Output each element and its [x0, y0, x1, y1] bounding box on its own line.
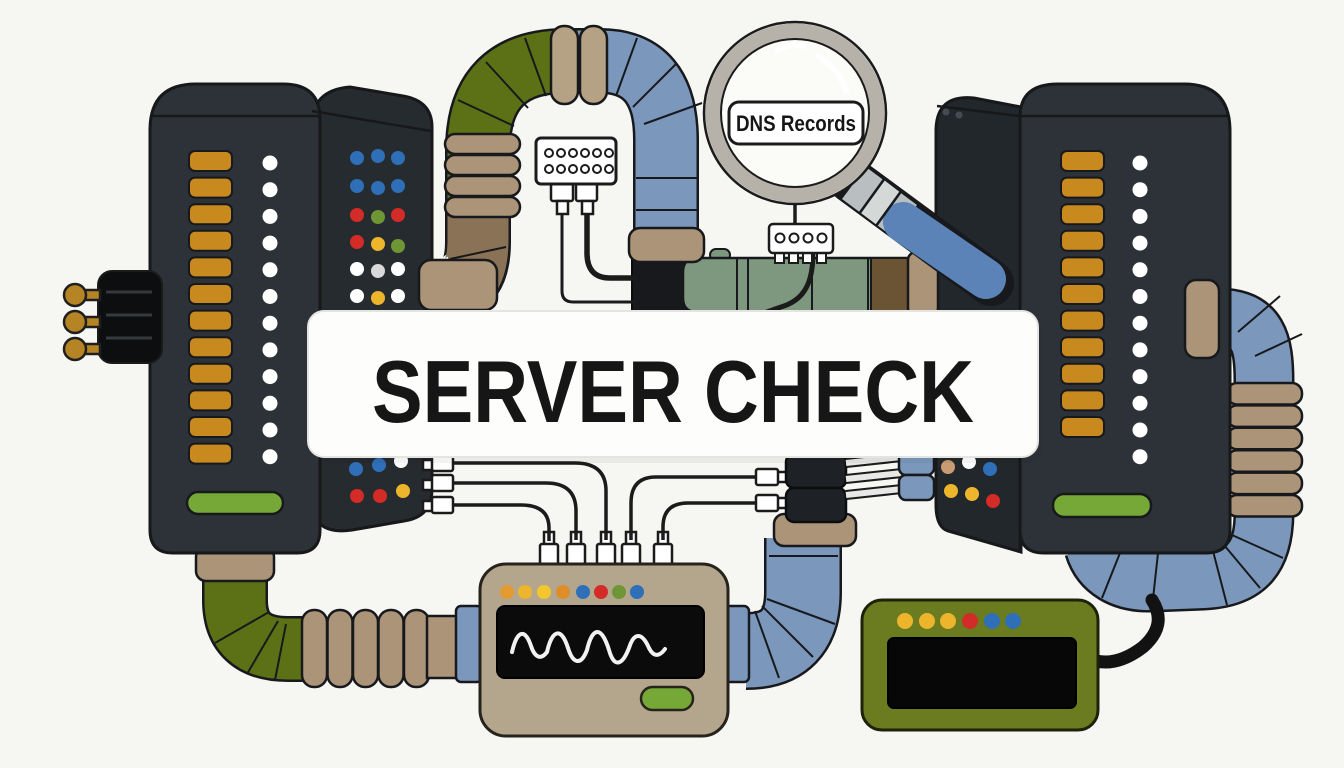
- device-green-button: [639, 685, 695, 712]
- title-banner: SERVER CHECK: [307, 310, 1042, 463]
- patch-wire-set: [452, 461, 757, 541]
- pipe-brown-section: [870, 257, 912, 313]
- tube-ribbed-collar: [1225, 381, 1304, 518]
- top-left-tube: [417, 24, 706, 320]
- probe-pin-holes: [774, 232, 828, 244]
- right-server-seams: [936, 104, 1229, 118]
- left-server-lower-status-dots: [349, 454, 410, 503]
- tube-segment-lines: [214, 611, 287, 681]
- tube-segment-lines: [754, 555, 838, 679]
- device-indicator-dots: [500, 585, 644, 599]
- lens-highlight: [775, 42, 807, 53]
- waveform-screen: [496, 605, 705, 679]
- sine-wave-trace: [510, 630, 667, 665]
- left-server-white-dot-column: [262, 155, 278, 465]
- wire: [560, 214, 636, 304]
- left-server: [148, 82, 434, 583]
- connector-body: [534, 136, 618, 186]
- dns-label-text: DNS Records: [736, 111, 856, 136]
- banner-title-text: SERVER CHECK: [372, 342, 974, 441]
- probe-body: [767, 222, 835, 255]
- magnifier-handle: [828, 157, 1014, 306]
- vent-dot: [955, 111, 963, 119]
- left-gold-plug-block: [62, 270, 163, 364]
- left-panel-plugs: [421, 453, 455, 515]
- top-connector-box: [534, 136, 636, 304]
- tube-segment-lines: [449, 37, 703, 260]
- tube-ring-collar: [443, 132, 522, 219]
- connector-pin-holes: [544, 148, 614, 174]
- tube-apex-capsules: [549, 24, 609, 106]
- magnifier-probe-connector: [758, 222, 835, 318]
- magnifier: DNS Records: [702, 20, 1014, 318]
- left-server-seams: [151, 109, 432, 133]
- right-block-plugs: [754, 467, 789, 513]
- dns-label-box: [727, 100, 865, 146]
- j-tube: [744, 512, 858, 690]
- left-server-front-face: [148, 82, 322, 555]
- splitter-block: [784, 452, 848, 524]
- bottom-left-tube: [202, 560, 484, 689]
- tube-ribbed-section: [300, 608, 431, 689]
- banner-plate: [307, 310, 1039, 458]
- right-server-status-dots: [941, 455, 1000, 508]
- plug-block-ridges: [106, 290, 152, 340]
- left-server-amber-led-bars: [188, 150, 233, 465]
- right-server-power-led: [1051, 492, 1153, 519]
- green-device: [860, 598, 1100, 732]
- tube-bottom-collar: [627, 226, 706, 264]
- left-server-status-dot-grid: [350, 149, 405, 305]
- wire: [584, 214, 636, 281]
- tube-neck: [425, 614, 461, 680]
- vent-dot: [942, 108, 950, 116]
- device-left-connector: [454, 604, 484, 684]
- left-server-power-led: [185, 490, 285, 516]
- connector-plugs: [549, 182, 599, 216]
- tube-server-collar: [417, 258, 499, 312]
- green-device-indicator-dots: [897, 613, 1021, 629]
- green-device-cable: [1089, 593, 1165, 669]
- right-server-amber-led-bars: [1060, 150, 1105, 438]
- right-tube-collar: [1183, 278, 1221, 360]
- green-device-screen: [887, 637, 1077, 709]
- lens-highlight: [815, 53, 849, 93]
- tube-segment-lines: [1101, 295, 1303, 609]
- right-server-white-dot-column: [1132, 155, 1148, 465]
- gold-pins: [62, 282, 102, 362]
